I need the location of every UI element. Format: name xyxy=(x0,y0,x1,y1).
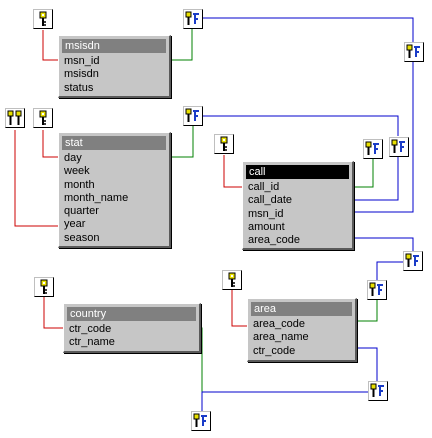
table-call-title[interactable]: call xyxy=(246,165,349,179)
area-key-line xyxy=(231,290,250,327)
foreign-key-icon[interactable] xyxy=(191,411,211,431)
foreign-key-icon[interactable] xyxy=(403,251,423,271)
call-key-line xyxy=(223,155,245,188)
key-icon[interactable] xyxy=(34,277,54,297)
table-area-title[interactable]: area xyxy=(251,302,352,316)
field-msn_id[interactable]: msn_id xyxy=(64,55,100,67)
foreign-key-icon[interactable] xyxy=(367,280,387,300)
table-country[interactable]: country ctr_code ctr_name xyxy=(63,303,201,353)
field-area_name[interactable]: area_name xyxy=(253,331,309,344)
field-status[interactable]: status xyxy=(64,81,94,94)
area-ctr-line xyxy=(355,347,378,382)
table-call[interactable]: call call_id call_date msn_id amount are… xyxy=(242,161,354,250)
area-code-line xyxy=(352,237,414,251)
table-stat-fields: day week month month_name quarter year s… xyxy=(64,152,128,245)
fk-to-msn-line xyxy=(202,17,414,43)
key-icon[interactable] xyxy=(33,108,53,128)
table-msisdn-fields: msn_id msisdn status xyxy=(64,55,99,95)
foreign-key-icon[interactable] xyxy=(183,9,203,29)
composite-key-icon[interactable] xyxy=(5,108,25,128)
field-msn_id[interactable]: msn_id xyxy=(248,207,284,220)
table-msisdn[interactable]: msisdn msn_id msisdn status xyxy=(58,35,171,98)
field-day[interactable]: day xyxy=(64,152,82,164)
foreign-key-icon[interactable] xyxy=(368,381,388,401)
key-icon[interactable] xyxy=(214,134,234,154)
table-area-fields: area_code area_name ctr_code xyxy=(253,318,309,358)
field-year[interactable]: year xyxy=(64,218,86,231)
table-stat[interactable]: stat day week month month_name quarter y… xyxy=(58,132,171,248)
foreign-key-icon[interactable] xyxy=(404,42,424,62)
field-msisdn[interactable]: msisdn xyxy=(64,68,99,81)
field-area_code[interactable]: area_code xyxy=(253,318,305,330)
field-call_id[interactable]: call_id xyxy=(248,181,280,193)
fk-to-call-line xyxy=(203,115,399,136)
fk-to-area-line xyxy=(376,261,404,281)
call-fk-line-1 xyxy=(352,159,374,188)
key-icon[interactable] xyxy=(222,270,242,290)
stat-key-line-day xyxy=(42,130,60,158)
msisdn-key-line xyxy=(42,30,60,61)
field-ctr_code[interactable]: ctr_code xyxy=(69,323,112,335)
stat-to-fk-line xyxy=(170,124,194,158)
fk-to-ctr-line xyxy=(201,391,368,420)
foreign-key-icon[interactable] xyxy=(363,139,383,159)
call-date-line xyxy=(352,156,399,201)
msn-join-line xyxy=(352,62,414,213)
foreign-key-icon[interactable] xyxy=(389,137,409,157)
field-month[interactable]: month xyxy=(64,178,95,191)
field-area_code[interactable]: area_code xyxy=(248,234,300,247)
country-key-line xyxy=(43,296,65,329)
table-stat-title[interactable]: stat xyxy=(62,136,166,150)
field-month_name[interactable]: month_name xyxy=(64,191,129,204)
field-amount[interactable]: amount xyxy=(248,220,285,233)
field-ctr_code[interactable]: ctr_code xyxy=(253,344,296,357)
table-msisdn-title[interactable]: msisdn xyxy=(62,39,166,53)
table-country-title[interactable]: country xyxy=(67,307,196,321)
table-area[interactable]: area area_code area_name ctr_code xyxy=(247,298,357,362)
field-week[interactable]: week xyxy=(64,165,90,178)
table-call-fields: call_id call_date msn_id amount area_cod… xyxy=(248,181,300,247)
table-country-fields: ctr_code ctr_name xyxy=(69,323,115,350)
stat-key-line-year xyxy=(14,130,60,227)
area-to-fk-line xyxy=(355,299,378,322)
field-season[interactable]: season xyxy=(64,231,100,244)
field-ctr_name[interactable]: ctr_name xyxy=(69,336,115,349)
field-call_date[interactable]: call_date xyxy=(248,194,293,207)
msisdn-to-fk-line xyxy=(170,28,193,61)
foreign-key-icon[interactable] xyxy=(183,106,203,126)
field-quarter[interactable]: quarter xyxy=(64,205,99,218)
key-icon[interactable] xyxy=(33,9,53,29)
